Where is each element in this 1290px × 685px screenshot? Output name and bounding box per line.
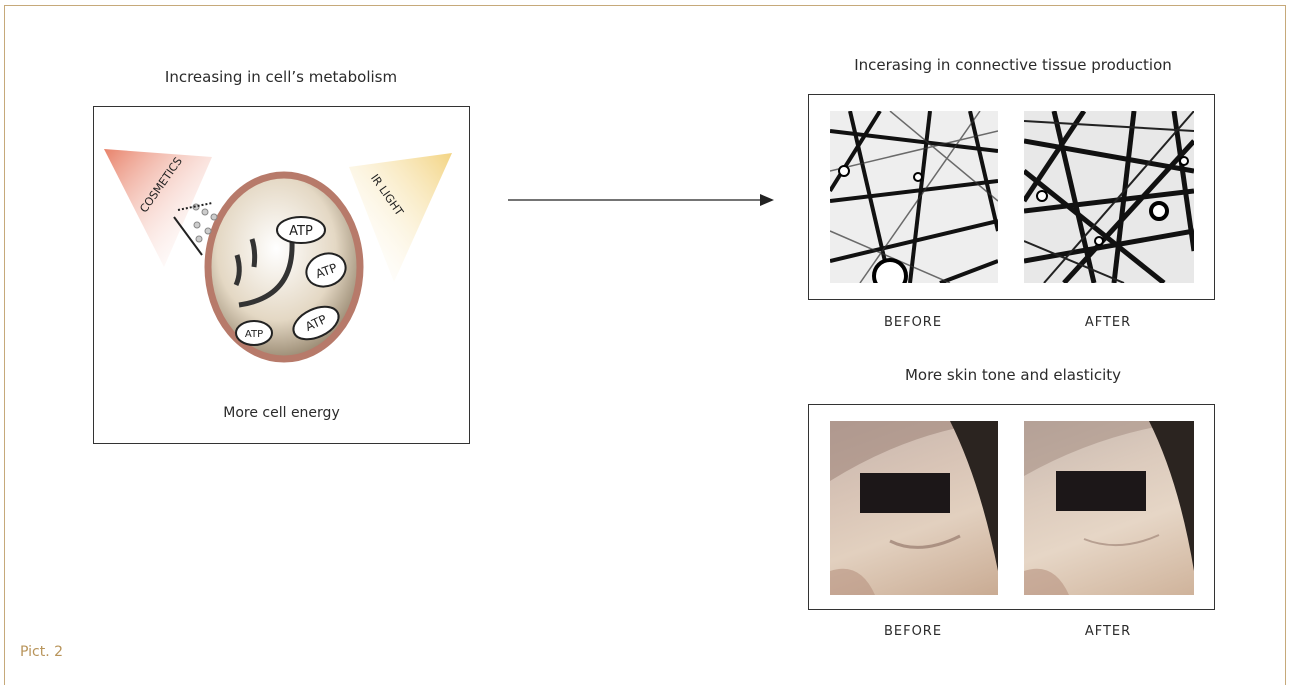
right-top-title: Incerasing in connective tissue producti…	[808, 56, 1218, 74]
tissue-before-image	[830, 111, 998, 283]
metabolism-panel: ATP ATP ATP ATP COSMETICS IR LIGHT More …	[93, 106, 470, 444]
eye-mask	[1056, 471, 1146, 511]
tissue-before-label: BEFORE	[829, 315, 997, 330]
skin-panel	[808, 404, 1215, 610]
skin-before-label: BEFORE	[829, 624, 997, 639]
skin-before-image	[830, 421, 998, 595]
eye-mask	[860, 473, 950, 513]
arrow-right-icon	[508, 190, 778, 210]
skin-after-image	[1024, 421, 1194, 595]
cell-illustration: ATP ATP ATP ATP COSMETICS IR LIGHT	[94, 107, 469, 407]
tissue-panel	[808, 94, 1215, 300]
tissue-after-image	[1024, 111, 1194, 283]
ir-light-cone-icon	[349, 153, 452, 282]
left-panel-footer: More cell energy	[94, 405, 469, 421]
atp-label: ATP	[289, 224, 313, 239]
right-bottom-title: More skin tone and elasticity	[808, 366, 1218, 384]
atp-label: ATP	[245, 329, 263, 340]
figure-label: Pict. 2	[20, 644, 63, 660]
tissue-after-label: AFTER	[1023, 315, 1193, 330]
skin-after-label: AFTER	[1023, 624, 1193, 639]
left-panel-title: Increasing in cell’s metabolism	[93, 68, 469, 86]
